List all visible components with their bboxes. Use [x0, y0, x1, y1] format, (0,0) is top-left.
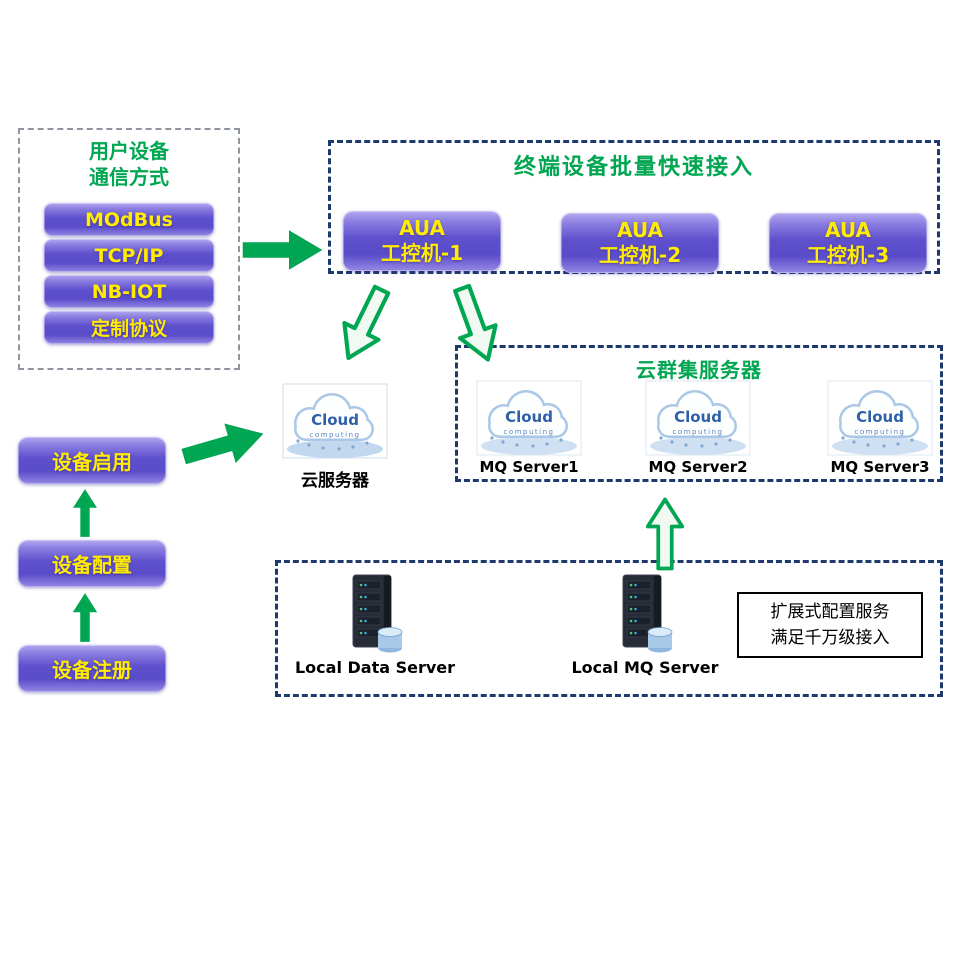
cloud-word: Cloud [674, 408, 722, 426]
aua-node-2-line2: 工控机-2 [598, 243, 682, 267]
mq-server1-node: Cloud computing MQ Server1 [459, 380, 599, 476]
aua-node-1: AUA 工控机-1 [343, 211, 501, 271]
protocol-item-tcpip: TCP/IP [44, 239, 214, 272]
user-device-title-line1: 用户设备 [89, 139, 169, 163]
protocol-item-custom: 定制协议 [44, 311, 214, 344]
scalability-note-line2: 满足千万级接入 [770, 628, 890, 647]
step-device-enable: 设备启用 [18, 437, 166, 484]
mq-server2-node: Cloud computing MQ Server2 [628, 380, 768, 476]
local-mq-server-node: Local MQ Server [545, 572, 745, 677]
cloud-word: Cloud [856, 408, 904, 426]
arrow-aua1-to-cloud-server [325, 274, 405, 373]
aua-node-2: AUA 工控机-2 [561, 213, 719, 273]
cloud-server-node: Cloud computing 云服务器 [270, 381, 400, 491]
arrow-register-to-config [66, 591, 104, 644]
cloud-icon: Cloud computing [827, 380, 933, 456]
mq-server3-label: MQ Server3 [830, 458, 930, 476]
aua-node-3: AUA 工控机-3 [769, 213, 927, 273]
aua-node-3-line2: 工控机-3 [806, 243, 890, 267]
scalability-note: 扩展式配置服务 满足千万级接入 [737, 592, 923, 658]
cloud-subword: computing [855, 428, 906, 436]
mq-server1-label: MQ Server1 [479, 458, 579, 476]
local-mq-server-label: Local MQ Server [571, 658, 719, 677]
mq-server3-node: Cloud computing MQ Server3 [810, 380, 950, 476]
arrow-aua1-to-cluster [438, 275, 511, 373]
mq-server2-label: MQ Server2 [648, 458, 748, 476]
cloud-icon: Cloud computing [476, 380, 582, 456]
arrow-localmq-to-mqserver2 [644, 486, 686, 582]
aua-node-3-line1: AUA [825, 218, 871, 242]
cloud-word: Cloud [311, 411, 359, 429]
cloud-subword: computing [310, 431, 361, 439]
user-device-box-title: 用户设备 通信方式 [20, 138, 238, 190]
scalability-note-line1: 扩展式配置服务 [770, 601, 890, 621]
local-servers-box [275, 560, 943, 697]
aua-node-2-line1: AUA [617, 218, 663, 242]
terminal-access-box: 终端设备批量快速接入 AUA 工控机-1 AUA 工控机-2 AUA 工控机-3 [328, 140, 940, 274]
server-tower-icon [622, 574, 673, 653]
cloud-cluster-box: 云群集服务器 [455, 345, 943, 482]
cloud-icon: Cloud computing [645, 380, 751, 456]
protocol-item-modbus: MOdBus [44, 203, 214, 236]
protocol-item-nbiot: NB-IOT [44, 275, 214, 308]
arrow-config-to-enable [66, 487, 104, 539]
step-device-register: 设备注册 [18, 645, 166, 692]
local-data-server-label: Local Data Server [294, 658, 456, 677]
aua-node-1-line1: AUA [399, 216, 445, 240]
arrow-enable-to-cloud-server [163, 406, 284, 485]
user-device-protocol-box: 用户设备 通信方式 MOdBus TCP/IP NB-IOT 定制协议 [18, 128, 240, 370]
user-device-title-line2: 通信方式 [89, 165, 169, 189]
server-tower-icon [352, 574, 403, 653]
cloud-subword: computing [673, 428, 724, 436]
local-data-server-node: Local Data Server [275, 572, 475, 677]
protocol-list: MOdBus TCP/IP NB-IOT 定制协议 [20, 203, 238, 347]
aua-node-1-line2: 工控机-1 [380, 241, 464, 265]
arrow-protocols-to-terminal [236, 226, 330, 274]
cloud-server-label: 云服务器 [301, 471, 369, 491]
step-device-config: 设备配置 [18, 540, 166, 587]
cloud-subword: computing [504, 428, 555, 436]
cluster-box-title: 云群集服务器 [636, 358, 762, 382]
cloud-word: Cloud [505, 408, 553, 426]
cloud-icon: Cloud computing [282, 383, 388, 459]
terminal-box-title: 终端设备批量快速接入 [513, 155, 754, 180]
